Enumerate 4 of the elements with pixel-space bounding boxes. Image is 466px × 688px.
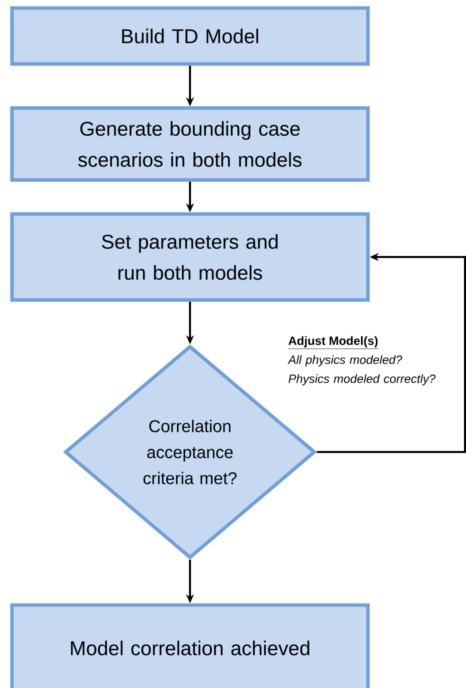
process-box: Build TD Model (10, 6, 370, 66)
process-box: Generate bounding case scenarios in both models (10, 106, 370, 182)
process-box: Model correlation achieved (10, 603, 370, 688)
process-box: Set parameters and run both models (10, 212, 370, 302)
